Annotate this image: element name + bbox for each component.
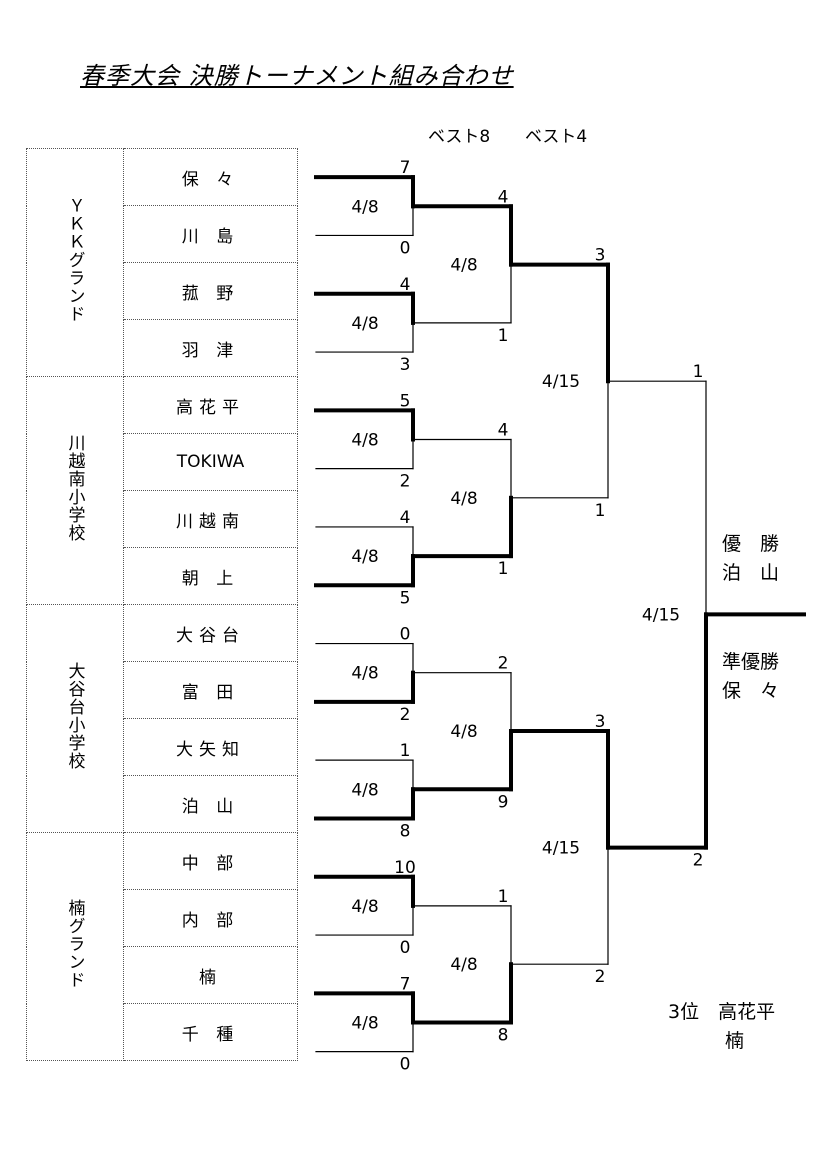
third-place-block: 3位 高花平 楠 [668, 998, 775, 1056]
team-cell: 泊 山 [123, 775, 298, 833]
team-cell: 富 田 [123, 661, 298, 719]
score-label: 4 [400, 275, 411, 295]
runner-up-block: 準優勝 保 々 [722, 648, 779, 706]
team-cell: 千 種 [123, 1003, 298, 1061]
team-cell: 大矢知 [123, 718, 298, 776]
round-header-best8: ベスト8 [428, 127, 491, 147]
score-label: 5 [400, 588, 411, 608]
score-label: 0 [400, 938, 411, 958]
match-date-label: 4/8 [351, 1014, 378, 1034]
score-label: 2 [400, 472, 411, 492]
score-label: 9 [498, 792, 509, 812]
page-title: 春季大会 決勝トーナメント組み合わせ [80, 62, 514, 90]
score-label: 5 [400, 391, 411, 411]
match-date-label: 4/8 [351, 431, 378, 451]
venue-label: 川越南小学校 [64, 434, 85, 542]
score-label: 4 [498, 187, 509, 207]
venue-cell: ＹＫＫグランド [26, 148, 124, 377]
score-label: 1 [400, 741, 411, 761]
venue-label: 大谷台小学校 [64, 662, 85, 770]
round-header-best4: ベスト4 [525, 127, 588, 147]
score-label: 3 [400, 355, 411, 375]
venue-label: ＹＫＫグランド [64, 197, 85, 323]
match-date-label: 4/8 [351, 547, 378, 567]
score-label: 7 [400, 158, 411, 178]
match-date-label: 4/8 [351, 664, 378, 684]
score-label: 3 [595, 712, 606, 732]
score-label: 2 [498, 654, 509, 674]
runner-up-team: 保 々 [722, 680, 780, 702]
score-label: 4 [400, 508, 411, 528]
match-date-label: 4/15 [542, 372, 580, 392]
score-label: 0 [400, 625, 411, 645]
score-label: 2 [595, 967, 606, 987]
third-place-team: 高花平 [718, 1001, 776, 1023]
match-date-label: 4/8 [351, 314, 378, 334]
team-cell: 羽 津 [123, 319, 298, 377]
score-label: 0 [400, 1055, 411, 1075]
third-place-team: 楠 [725, 1030, 745, 1052]
team-cell: 楠 [123, 946, 298, 1004]
score-label: 8 [400, 821, 411, 841]
score-label: 8 [498, 1026, 509, 1046]
venue-cell: 大谷台小学校 [26, 604, 124, 833]
score-label: 10 [394, 858, 416, 878]
match-date-label: 4/8 [450, 489, 477, 509]
team-cell: 川 島 [123, 205, 298, 263]
venue-cell: 川越南小学校 [26, 376, 124, 605]
score-label: 1 [693, 362, 704, 382]
third-place-label: 3位 [668, 1001, 700, 1023]
score-label: 1 [498, 887, 509, 907]
match-date-label: 4/8 [450, 722, 477, 742]
score-label: 0 [400, 238, 411, 258]
team-cell: 川越南 [123, 490, 298, 548]
score-label: 2 [693, 851, 704, 871]
team-table: ＹＫＫグランド 保 々 川 島 菰 野 羽 津 川越南小学校 高花平 TOKIW… [26, 148, 298, 1061]
score-label: 1 [595, 501, 606, 521]
score-label: 3 [595, 246, 606, 266]
match-date-label: 4/15 [542, 839, 580, 859]
team-cell: 内 部 [123, 889, 298, 947]
champion-team: 泊 山 [722, 562, 780, 584]
team-cell: 大谷台 [123, 604, 298, 662]
team-cell: 高花平 [123, 376, 298, 434]
score-label: 4 [498, 421, 509, 441]
score-label: 1 [498, 559, 509, 579]
champion-block: 優 勝 泊 山 [722, 530, 779, 588]
match-date-label: 4/8 [450, 256, 477, 276]
team-cell: TOKIWA [123, 433, 298, 491]
match-date-label: 4/8 [351, 780, 378, 800]
score-label: 1 [498, 326, 509, 346]
match-date-label: 4/8 [450, 955, 477, 975]
runner-up-label: 準優勝 [722, 651, 780, 673]
venue-cell: 楠グランド [26, 832, 124, 1061]
score-label: 7 [400, 974, 411, 994]
score-label: 2 [400, 705, 411, 725]
venue-label: 楠グランド [64, 899, 85, 989]
match-date-label: 4/8 [351, 197, 378, 217]
champion-label: 優 勝 [722, 533, 780, 555]
team-cell: 保 々 [123, 148, 298, 206]
match-date-label: 4/8 [351, 897, 378, 917]
match-date-label: 4/15 [642, 605, 680, 625]
team-cell: 菰 野 [123, 262, 298, 320]
